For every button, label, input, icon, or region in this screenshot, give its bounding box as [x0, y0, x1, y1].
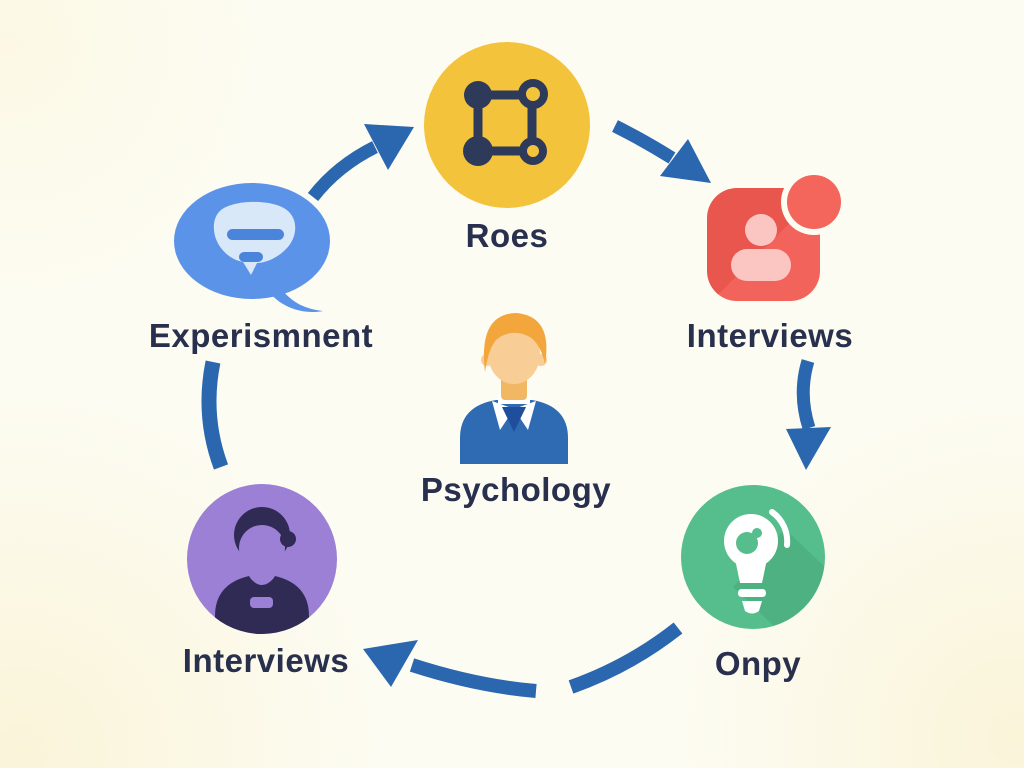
arc-experiment-to-interviews-segment	[201, 360, 229, 470]
node-psychology	[452, 306, 576, 464]
node-label-experiment: Experismnent	[148, 317, 374, 354]
arc-onpy-to-interviews-segment	[568, 622, 683, 694]
bulb-shine-arc	[769, 509, 791, 548]
person-icon	[215, 507, 309, 634]
person-notification-icon	[730, 213, 791, 281]
arrowhead-to-interviews-right	[660, 139, 711, 183]
arrow-roes-to-interviews-shaft	[612, 120, 676, 164]
notification-badge	[787, 175, 841, 229]
node-interviews-left	[187, 484, 337, 634]
chat-bubble-icon	[174, 183, 330, 313]
node-onpy	[681, 485, 825, 629]
arrowhead-to-onpy	[786, 427, 831, 470]
arrowhead-to-interviews-left	[363, 640, 418, 687]
node-roes	[424, 42, 590, 208]
person-avatar-icon	[460, 313, 568, 464]
arrowhead-to-roes	[364, 124, 414, 170]
node-label-roes: Roes	[465, 217, 549, 254]
arrow-to-interviews-left-shaft	[409, 658, 537, 698]
node-label-onpy: Onpy	[714, 645, 802, 682]
node-experiment	[173, 182, 338, 314]
node-label-psychology: Psychology	[420, 471, 612, 508]
node-label-interviews-right: Interviews	[686, 317, 854, 354]
arrow-experiment-to-roes-shaft	[307, 141, 378, 202]
node-label-interviews-left: Interviews	[182, 642, 350, 679]
network-nodes-icon	[463, 79, 548, 166]
arrow-interviews-to-onpy-shaft	[796, 359, 816, 430]
lightbulb-icon	[681, 485, 825, 629]
